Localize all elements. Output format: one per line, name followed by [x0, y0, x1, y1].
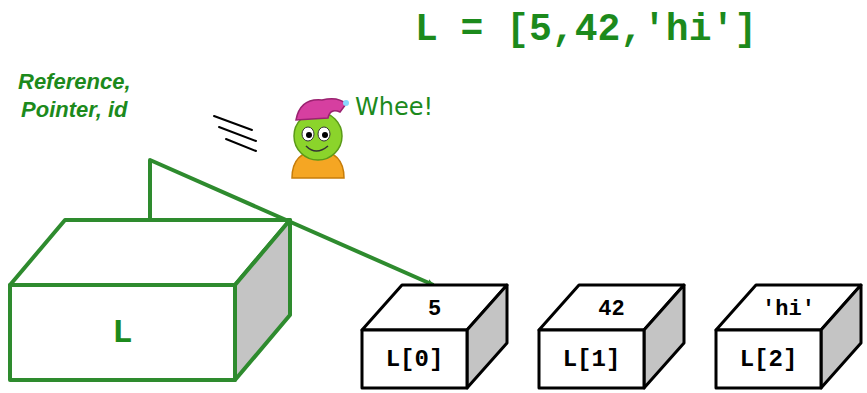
box-label: L[1]: [563, 346, 621, 373]
box-label: L: [112, 314, 132, 352]
box-front-face: [362, 330, 467, 388]
box-label: L[2]: [740, 346, 798, 373]
exclamation-label: Whee!: [355, 93, 433, 121]
box-outline: [10, 220, 290, 380]
cell-value: 'hi': [762, 296, 815, 321]
code-title: L = [5,42,'hi']: [415, 8, 757, 51]
variable-box: L: [10, 220, 290, 380]
list-cell-box: 5L[0]: [362, 285, 507, 388]
motion-lines: [214, 116, 256, 151]
list-cell-box: 'hi' L[2]: [716, 285, 861, 388]
alien-figure: [292, 99, 349, 178]
edge-label: Reference, Pointer, id: [18, 68, 131, 124]
box-side-face: [235, 220, 290, 380]
box-label: L[0]: [386, 346, 444, 373]
cell-value: 5: [428, 296, 441, 321]
box-side-face: [467, 285, 507, 388]
box-side-face: [821, 285, 861, 388]
box-front-face: [539, 330, 644, 388]
box-side-face: [644, 285, 684, 388]
box-front-face: [716, 330, 821, 388]
cell-value: 42: [598, 296, 624, 321]
list-cell-box: 42L[1]: [539, 285, 684, 388]
box-front-face: [10, 285, 235, 380]
